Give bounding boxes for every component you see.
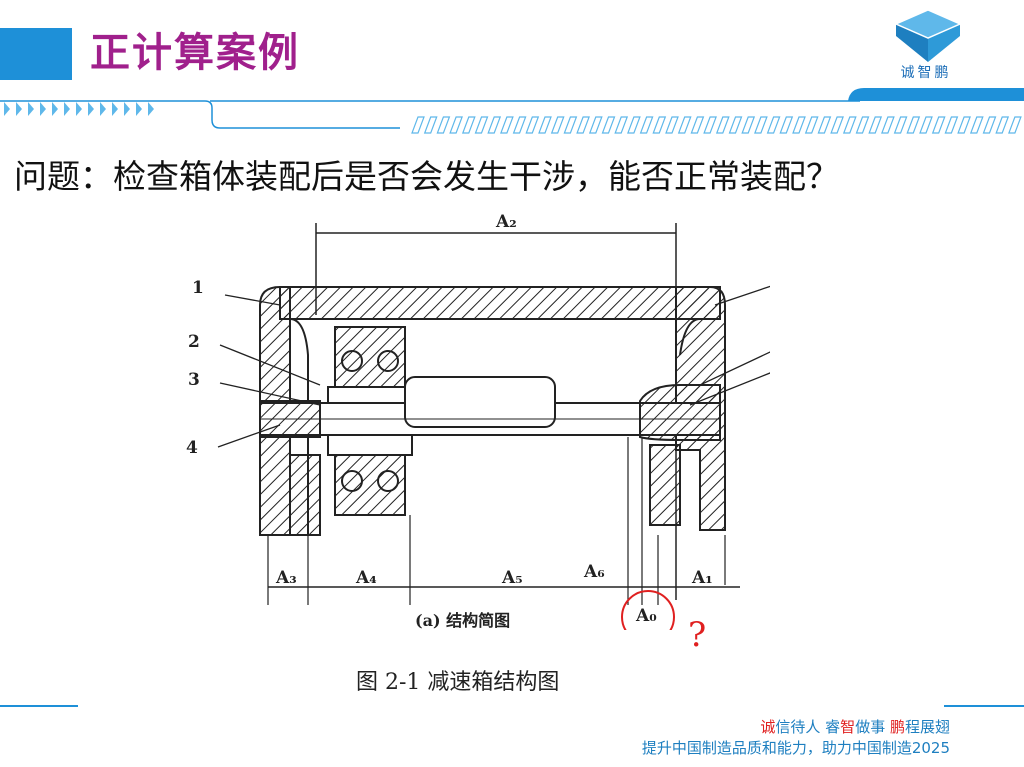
page-title: 正计算案例 xyxy=(90,30,300,76)
slogan-part: 做事 xyxy=(855,718,890,736)
figure-caption: 图 2-1 减速箱结构图 xyxy=(356,670,560,695)
header-decoration xyxy=(0,88,1024,134)
slogan-part: 鹏 xyxy=(889,718,905,736)
part-number: 2 xyxy=(188,332,200,352)
dim-label-a0: A₀ xyxy=(635,606,657,626)
footer-line-left xyxy=(0,705,78,707)
question-mark: ? xyxy=(688,615,707,655)
footer-slogan: 诚信待人 睿智做事 鹏程展翅 xyxy=(760,716,950,737)
gearbox-structure-drawing: A₂ 1 2 3 4 7 6 5 A₃ A₄ A₅ A₆ A₁ A₀ xyxy=(186,212,770,630)
question-text: 问题：检查箱体装配后是否会发生干涉，能否正常装配？ xyxy=(14,157,839,196)
figure-subcaption: (a) 结构简图 xyxy=(415,611,511,630)
dim-label-a2: A₂ xyxy=(495,212,517,232)
slogan-part: 信待人 xyxy=(775,718,826,736)
dim-label-a6: A₆ xyxy=(583,562,605,582)
part-number: 1 xyxy=(192,278,204,298)
part-number: 4 xyxy=(186,438,198,458)
dim-label-a1: A₁ xyxy=(691,568,713,588)
slogan-part: 程展翅 xyxy=(904,718,950,736)
dim-label-a5: A₅ xyxy=(501,568,523,588)
part-number: 3 xyxy=(188,370,200,390)
cube-logo-icon xyxy=(894,9,962,62)
footer-line-right xyxy=(944,705,1024,707)
header-accent-block xyxy=(0,28,72,80)
dim-label-a3: A₃ xyxy=(275,568,297,588)
slogan-part: 智 xyxy=(840,718,856,736)
footer-tagline: 提升中国制造品质和能力，助力中国制造2025 xyxy=(641,739,950,757)
slogan-part: 睿 xyxy=(825,718,841,736)
logo-text: 诚智鹏 xyxy=(900,65,952,81)
slogan-part: 诚 xyxy=(760,718,776,736)
dim-label-a4: A₄ xyxy=(355,568,377,588)
